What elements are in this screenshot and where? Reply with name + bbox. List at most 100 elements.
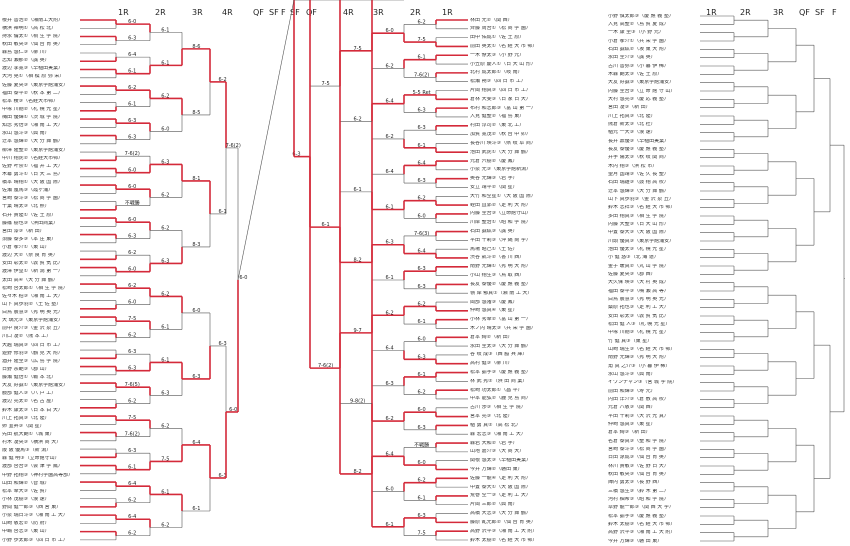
- center-entry: 一木 僚太③（小 野 元）: [470, 52, 525, 58]
- center-entry: 荒巻 空一③（足 利 工 大）: [470, 493, 531, 499]
- center-entry: 加賀 寛茂②（秋 台 中 卯）: [470, 132, 531, 138]
- center-entry: 奥谷 光輝③（岩 手）: [470, 176, 518, 182]
- left-entry: 白鳥 晨慧③（秀 明 英 光）: [2, 310, 63, 315]
- score-label: 6-1: [418, 55, 426, 61]
- left-entry: 松崎 啓太郎①（相 生 学 院）: [2, 285, 68, 291]
- score-label: 6-0: [128, 217, 136, 223]
- left-entry: 木幕 勇斗①（日 大 三 島）: [2, 171, 63, 177]
- right-entry: 大友 好誠③（東京学館浦安）: [608, 80, 675, 86]
- score-label: 6-2: [161, 522, 169, 528]
- right-entry: 桑原 拓也③（足 利 工 大）: [608, 305, 669, 311]
- header-right-qf: QF: [799, 8, 810, 17]
- left-entry: 渡辺 亮太②（名 古 屋）: [2, 399, 57, 405]
- score-label: 6-3: [128, 118, 136, 124]
- score-label: 6-0: [386, 28, 394, 34]
- right-entry: 中塚 川剛③（札 幌 光 星）: [608, 330, 669, 336]
- score-label: 6-1: [418, 495, 426, 501]
- right-entry: 永山 悠斗③（興 南）: [608, 371, 656, 377]
- left-entry: 大 璃元③（東京学館浦安）: [2, 318, 64, 324]
- left-entry: 松本 幸大③（佐 賀）: [2, 488, 50, 494]
- score-label: 6-3: [418, 125, 426, 131]
- score-label: 7-6(2): [125, 151, 140, 157]
- score-label: 6-4: [386, 169, 394, 175]
- right-entry: 古川 善弥③（小 暮 伊 稀）: [608, 63, 669, 69]
- left-entry: 小泉 瑞日斗③（湘 南 工 大）: [2, 513, 68, 519]
- score-label: 6-2: [354, 116, 362, 122]
- left-entry: 横浜 禅明①（高 松 北）: [2, 25, 57, 31]
- center-entry: 林田 光②（関 西）: [470, 17, 513, 23]
- score-label: 6-1: [161, 357, 169, 363]
- score-label: 6-1: [322, 222, 330, 228]
- score-label: 6-2: [161, 423, 169, 429]
- header-right-sf: SF: [815, 8, 825, 17]
- left-entry: 佐野 叶崇①（福 井 工 大）: [2, 163, 63, 169]
- right-entry: 長友 泰優③（慶 應 義 塾）: [608, 146, 669, 152]
- right-entry: 多田 翔真③（相 生 学 院）: [608, 213, 669, 219]
- score-label: 6-4: [418, 160, 426, 166]
- center-entry: 木ノ内 晴太③（共 栄 学 園）: [470, 325, 536, 331]
- header-center-1r: 1R: [442, 8, 453, 17]
- left-entry: 永山 悠斗③（興 南）: [2, 131, 50, 137]
- left-entry: 服部 健人③（八 戸 工）: [2, 391, 57, 397]
- score-label: 6-2: [418, 301, 426, 307]
- right-entry: 三橋 悠生③（鈴 木 第 二）: [608, 488, 669, 494]
- right-entry: 松本 諭宇③（慶 應 義 塾）: [608, 513, 669, 519]
- score-label: 7-5: [128, 415, 136, 421]
- score-label: 6-2: [161, 192, 169, 198]
- right-entry: 石田 誠紘②（坂 東 大 附）: [608, 46, 669, 52]
- score-label: 6-2: [128, 283, 136, 289]
- center-entry: 小山 翔生③（鳥 取 西）: [470, 273, 525, 279]
- right-entry: 宮田 凌③（新 田）: [608, 105, 651, 111]
- center-entry: 今井 方輝②（磐田 東）: [470, 466, 523, 472]
- right-entry: 入見 高聖②（島 賀 夏 成）: [608, 21, 669, 27]
- score-label: 6-3: [128, 349, 136, 355]
- center-entry: 嶺 岸 郁真①（湘 南 工 大）: [470, 290, 533, 296]
- right-entry: 大久保 瑛③（大 村 英 成）: [608, 280, 669, 286]
- right-entry: 名倉 泰真③（聖 和 学 院）: [608, 438, 669, 444]
- center-entry: 小林 秀幸②（富 山 第 一）: [470, 317, 531, 323]
- center-entry: 鈴木 太樹②（名 経 大 市 邨）: [470, 537, 538, 543]
- right-entry: 大村 悠亮③（慶 応 義 塾）: [608, 96, 669, 102]
- right-entry: 山下 真歩羽③（金 沢 泉 丘）: [608, 196, 674, 202]
- left-entry: 酒井 隆至③（広 島 学 院）: [2, 358, 63, 364]
- header-right-1r: 1R: [706, 8, 717, 17]
- score-label: 6-2: [128, 498, 136, 504]
- score-label: 6-2: [418, 478, 426, 484]
- score-label: 6-2: [354, 0, 362, 2]
- score-label: 6-4: [128, 481, 136, 487]
- score-label: 6-1: [161, 489, 169, 495]
- left-entry: 村木 凌央③（横浜 商 大）: [2, 440, 62, 445]
- score-label: 6-4: [386, 99, 394, 105]
- score-label: 5-5 Ret: [317, 0, 335, 2]
- right-entry: 稲元 一大③（浪 速）: [608, 130, 656, 136]
- right-entry: 草野 龍一郎③（関 西 大 学）: [608, 505, 674, 511]
- score-label: 7-6(3): [414, 231, 429, 237]
- header-center-2r: 2R: [410, 8, 421, 17]
- left-entry: 秋田 敏央③（仙 台 育 英）: [2, 41, 63, 47]
- left-entry: 大友 好誠①（東京学館浦安）: [2, 383, 69, 389]
- left-entry: 先田 航大朗①（城 東）: [2, 431, 55, 437]
- center-entry: 谷 岐 成③（西 脇 兵 庫）: [470, 352, 528, 358]
- right-entry: 小倉 孝介①（共 栄 学 園）: [608, 38, 669, 44]
- left-entry: 須藤 泰多③（本 庄 東）: [2, 236, 57, 242]
- score-label: 6-3: [161, 390, 169, 396]
- center-entry: 渋谷 凱斗②（香 川 西）: [470, 255, 525, 261]
- center-entry: 元倉 六樹②（慶 鳳）: [470, 158, 518, 164]
- header-right-3r: 3R: [773, 8, 784, 17]
- left-entry: 櫻井 善浩②（湘南工大附）: [2, 17, 64, 23]
- score-label: 6-0: [418, 460, 426, 466]
- score-label: 6-3: [192, 374, 200, 380]
- right-entry: 林川 貴敏③（佐 野 日 大）: [608, 463, 669, 469]
- center-entry: 松瀬 朔③（四 日 市 工）: [470, 79, 526, 85]
- score-label: 6-3: [161, 258, 169, 264]
- score-label: 6-0: [128, 19, 136, 25]
- center-entry: 倉本 絢②（新 田）: [470, 334, 513, 340]
- score-label: 6-3: [386, 240, 394, 246]
- left-entry: 中野 拓翔③（神村学園高等部）: [2, 472, 74, 478]
- score-label: 7-5: [128, 316, 136, 322]
- score-label: 7-6(2): [318, 363, 333, 369]
- right-entry: 松田 健 人③（札 幌 光 星）: [608, 321, 671, 327]
- score-label: 7-5: [322, 81, 330, 87]
